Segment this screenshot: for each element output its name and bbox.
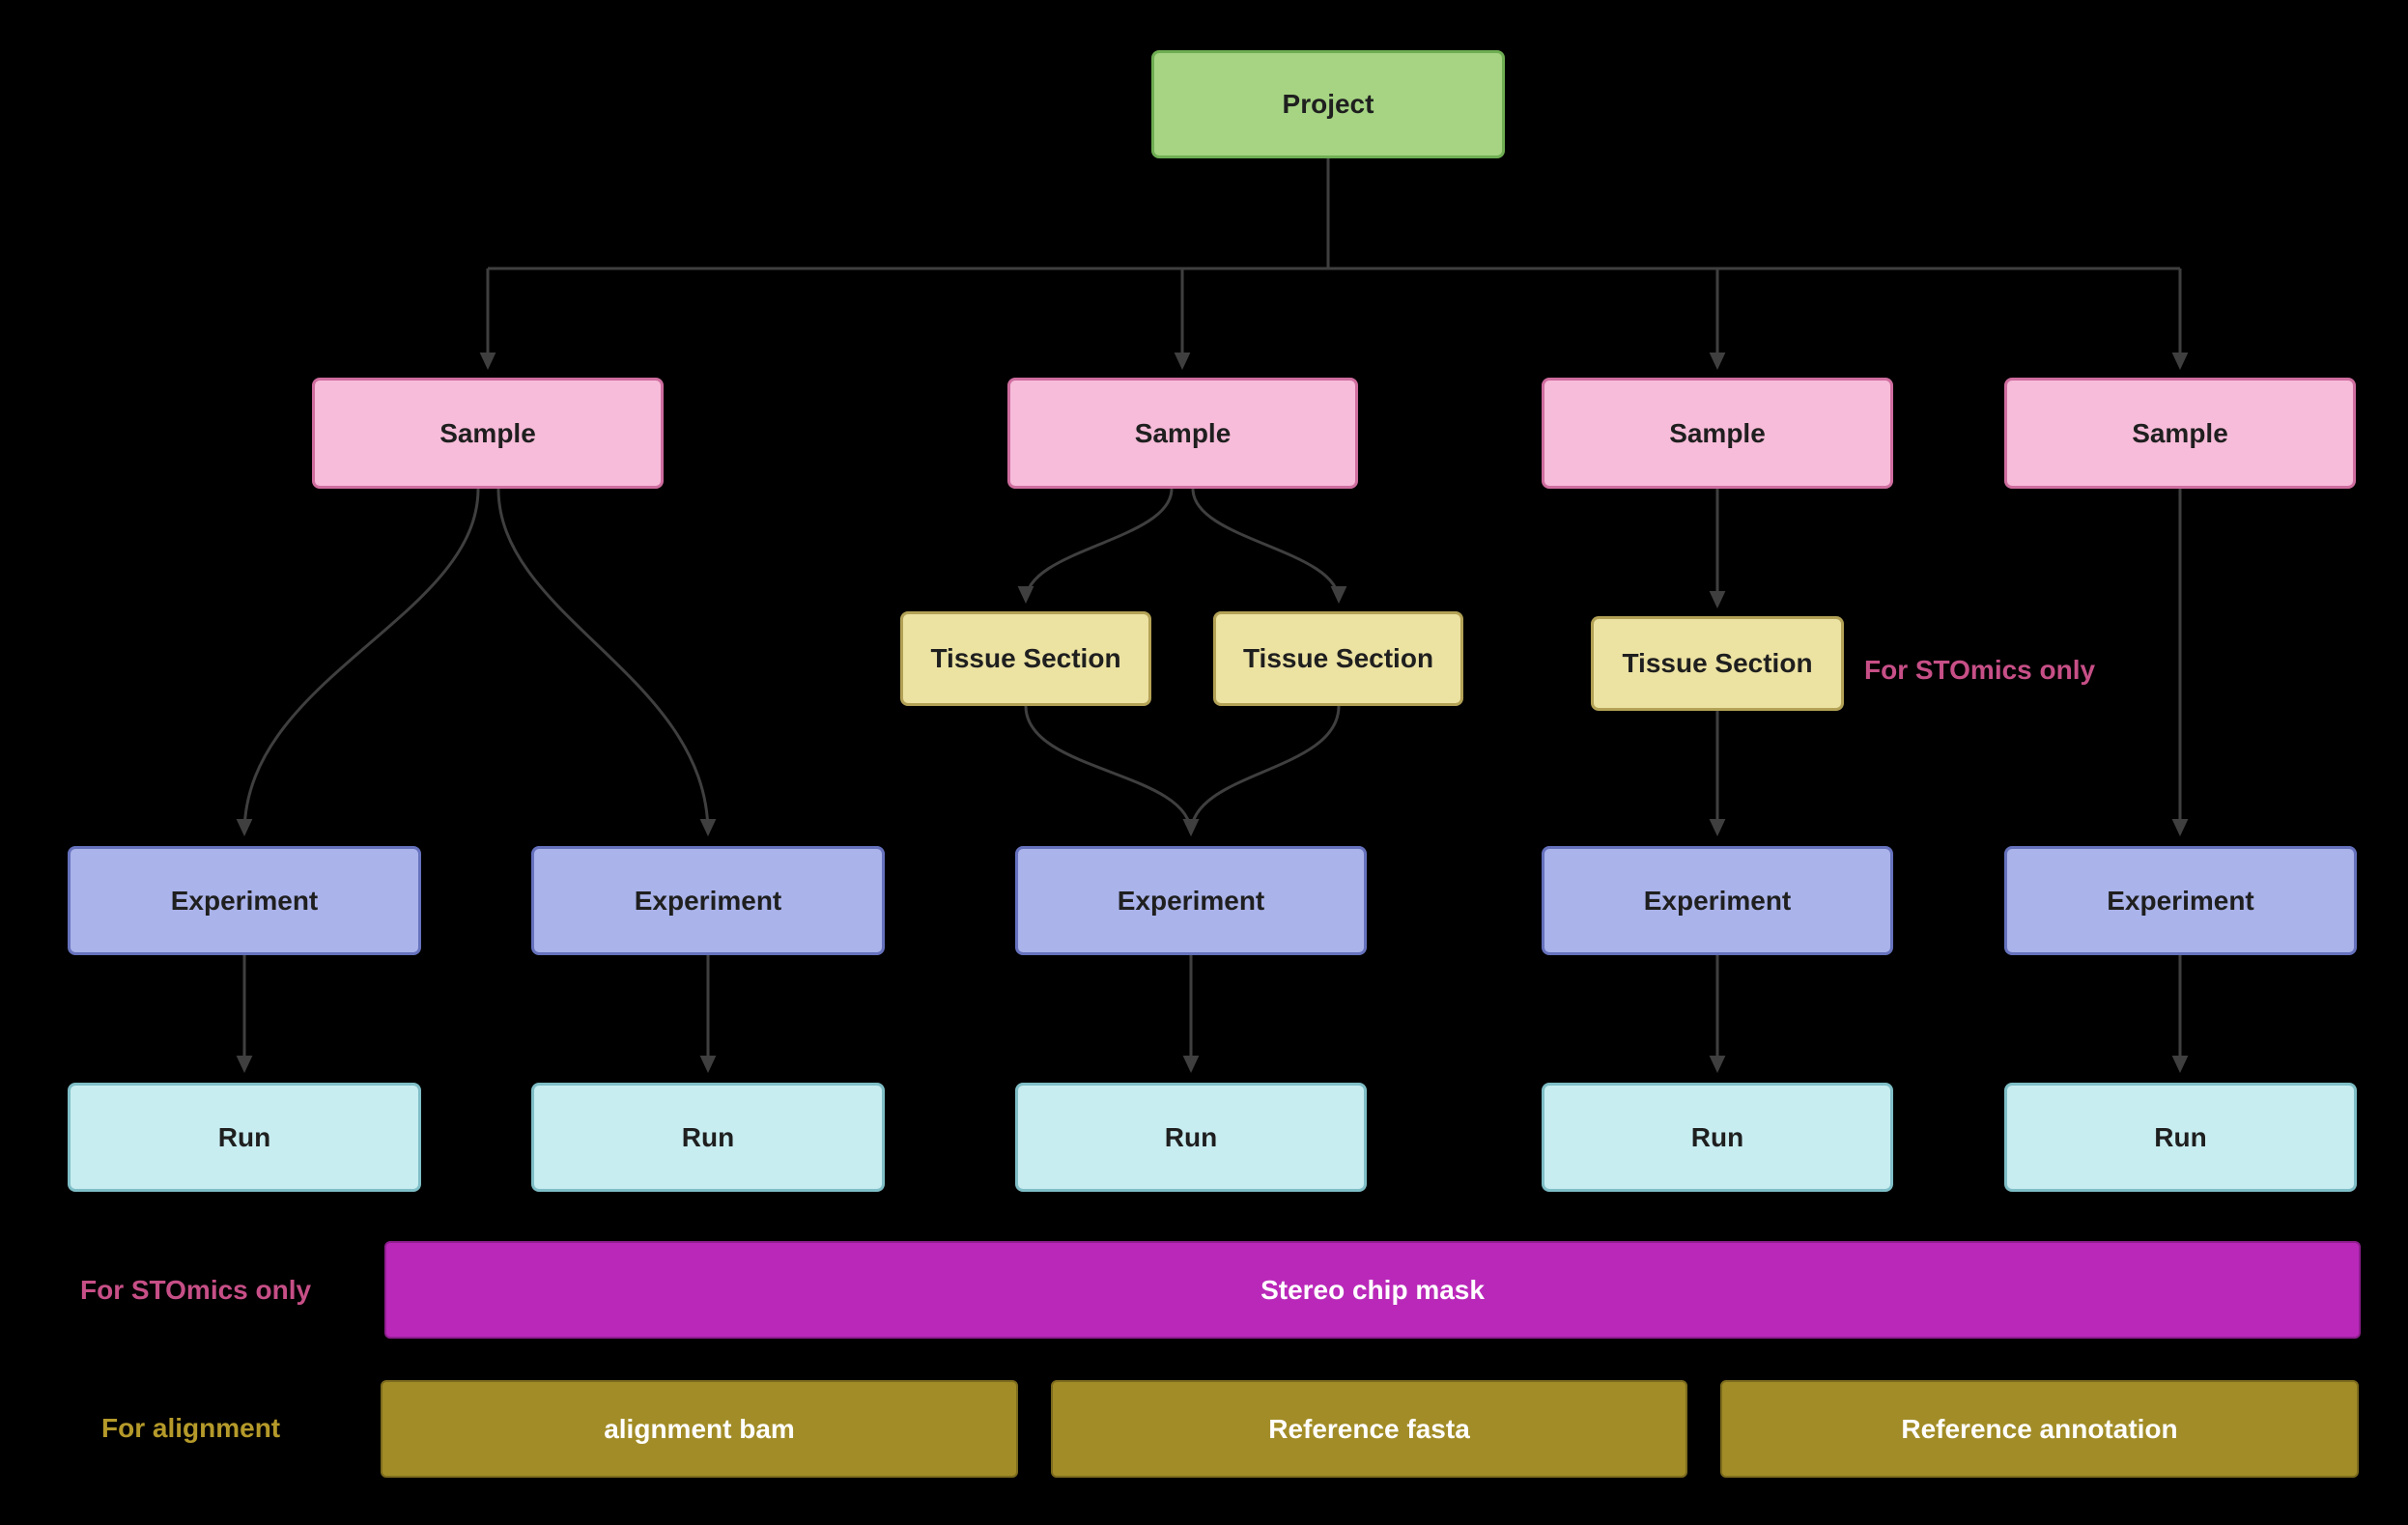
node-tissue-section-3: Tissue Section bbox=[1591, 616, 1844, 711]
node-experiment-4: Experiment bbox=[1542, 846, 1893, 955]
node-sample-3: Sample bbox=[1542, 378, 1893, 489]
node-run-2: Run bbox=[531, 1083, 885, 1192]
node-experiment-5: Experiment bbox=[2004, 846, 2357, 955]
alignment-note: For alignment bbox=[101, 1413, 281, 1443]
node-run-1: Run bbox=[68, 1083, 421, 1192]
reference-fasta-bar: Reference fasta bbox=[1051, 1380, 1687, 1478]
node-run-3: Run bbox=[1015, 1083, 1367, 1192]
node-experiment-2: Experiment bbox=[531, 846, 885, 955]
node-sample-1: Sample bbox=[312, 378, 664, 489]
node-run-5: Run bbox=[2004, 1083, 2357, 1192]
tissue-section-stomics-note: For STOmics only bbox=[1864, 655, 2096, 685]
node-tissue-section-1: Tissue Section bbox=[900, 611, 1151, 706]
stereo-mask-stomics-note: For STOmics only bbox=[80, 1275, 312, 1305]
alignment-bam-bar: alignment bam bbox=[381, 1380, 1018, 1478]
stereo-chip-mask-bar: Stereo chip mask bbox=[384, 1241, 2361, 1339]
reference-annotation-bar: Reference annotation bbox=[1720, 1380, 2359, 1478]
node-experiment-3: Experiment bbox=[1015, 846, 1367, 955]
node-tissue-section-2: Tissue Section bbox=[1213, 611, 1463, 706]
node-experiment-1: Experiment bbox=[68, 846, 421, 955]
node-sample-4: Sample bbox=[2004, 378, 2356, 489]
node-sample-2: Sample bbox=[1007, 378, 1358, 489]
node-run-4: Run bbox=[1542, 1083, 1893, 1192]
node-project: Project bbox=[1151, 50, 1505, 158]
